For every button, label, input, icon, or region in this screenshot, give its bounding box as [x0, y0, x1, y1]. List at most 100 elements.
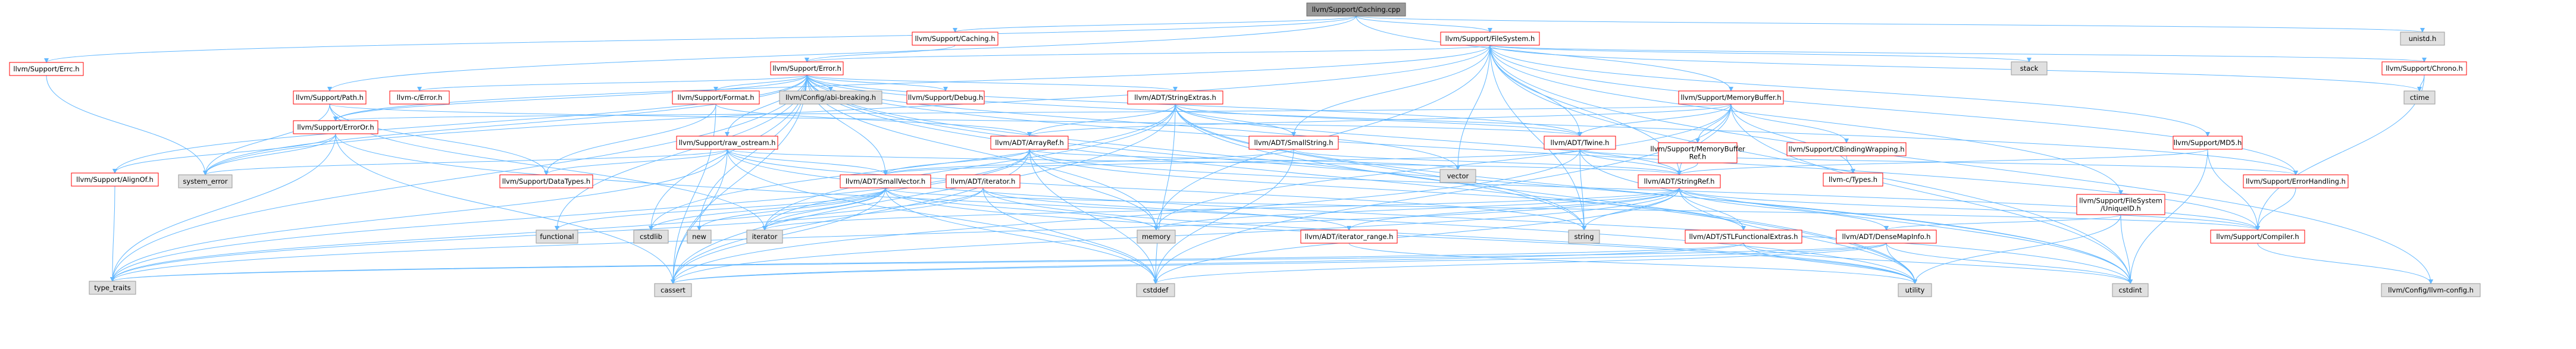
node-format-h[interactable]: llvm/Support/Format.h — [672, 90, 760, 105]
edge-densemapinfo_h-to-cstddef — [1153, 243, 1887, 284]
node-label: unistd.h — [2409, 34, 2437, 43]
edge-error_h-to-vector — [806, 74, 1460, 170]
node-iterator-h[interactable]: llvm/ADT/iterator.h — [946, 174, 1021, 188]
node-box — [2173, 136, 2243, 150]
node-box — [71, 172, 159, 187]
node-llvm-c-types-h[interactable]: llvm-c/Types.h — [1823, 172, 1883, 187]
edge-stringref_h-to-string — [1582, 187, 1680, 231]
node-box — [770, 61, 844, 76]
node-label: string — [1574, 232, 1594, 241]
node-smallvector-h[interactable]: llvm/ADT/SmallVector.h — [840, 174, 931, 188]
node-cbinding-h[interactable]: llvm/Support/CBindingWrapping.h — [1786, 142, 1907, 156]
node-iterator: iterator — [746, 229, 783, 244]
edge-uniqueid_h-to-densemapinfo_h — [1884, 214, 2121, 231]
edge-error_h-to-raw_ostream_h — [725, 74, 807, 137]
node-stlfunctional-h[interactable]: llvm/ADT/STLFunctionalExtras.h — [1685, 229, 1802, 244]
edge-md5_h-to-compiler_h — [2207, 149, 2260, 231]
node-box — [1300, 229, 1398, 244]
node-label: llvm/ADT/StringRef.h — [1644, 177, 1715, 185]
node-uniqueid-h[interactable]: llvm/Support/FileSystem/UniqueID.h — [2076, 194, 2165, 215]
node-caching-h[interactable]: llvm/Support/Caching.h — [912, 32, 999, 46]
node-error-h[interactable]: llvm/Support/Error.h — [770, 61, 844, 76]
node-label: cassert — [661, 286, 686, 294]
node-twine-h[interactable]: llvm/ADT/Twine.h — [1544, 136, 1616, 150]
node-cstddef: cstddef — [1136, 283, 1175, 297]
node-erroror-h[interactable]: llvm/Support/ErrorOr.h — [293, 120, 378, 134]
node-box — [2381, 61, 2467, 76]
edge-error_h-to-erroror_h — [333, 74, 807, 121]
node-box — [2011, 61, 2048, 76]
node-stringref-h[interactable]: llvm/ADT/StringRef.h — [1638, 174, 1721, 188]
node-box — [89, 281, 136, 295]
edge-smallstring_h-to-smallvector_h — [883, 149, 1294, 175]
edge-alignof_h-to-type_traits — [110, 185, 115, 282]
node-label: llvm/Support/AlignOf.h — [76, 175, 154, 184]
edge-stringref_h-to-iterator_range_h — [1347, 187, 1680, 231]
node-alignof-h[interactable]: llvm/Support/AlignOf.h — [71, 172, 159, 187]
node-datatypes-h[interactable]: llvm/Support/DataTypes.h — [499, 174, 593, 188]
node-box — [1898, 283, 1932, 297]
edge-stringextras_h-to-stringref_h — [1175, 103, 1682, 175]
node-stack: stack — [2011, 61, 2048, 76]
node-debug-h[interactable]: llvm/Support/Debug.h — [906, 90, 985, 105]
node-label: llvm/Support/ErrorOr.h — [297, 123, 374, 131]
node-errc-h[interactable]: llvm/Support/Errc.h — [9, 62, 84, 76]
edge-stringref_h-to-cassert — [671, 187, 1680, 284]
node-box — [1658, 142, 1738, 164]
node-label: llvm/Support/DataTypes.h — [502, 177, 590, 185]
edge-path_h-to-datatypes_h — [329, 103, 549, 175]
node-box — [1638, 174, 1721, 188]
node-raw-ostream-h[interactable]: llvm/Support/raw_ostream.h — [676, 136, 778, 150]
node-box — [990, 136, 1069, 150]
node-label: ctime — [2410, 93, 2429, 102]
node-smallstring-h[interactable]: llvm/ADT/SmallString.h — [1248, 136, 1339, 150]
edge-compiler_h-to-llvm_config_h — [2257, 243, 2433, 284]
node-memorybuffer-h[interactable]: llvm/Support/MemoryBuffer.h — [1678, 90, 1784, 105]
edge-iterator_h-to-utility — [982, 187, 1917, 284]
edge-stringextras_h-to-cstddef — [1153, 103, 1176, 284]
node-label: cstdlib — [640, 232, 662, 241]
edge-memorybuffer_h-to-arrayref_h — [1027, 103, 1732, 137]
node-llvm-c-error-h[interactable]: llvm-c/Error.h — [389, 90, 450, 105]
node-densemapinfo-h[interactable]: llvm/ADT/DenseMapInfo.h — [1836, 229, 1937, 244]
node-label: llvm-c/Error.h — [397, 93, 443, 102]
edge-caching_cpp-to-caching_h — [953, 15, 1357, 33]
edge-filesystem_h-to-smallstring_h — [1291, 45, 1491, 137]
node-errorhandling-h[interactable]: llvm/Support/ErrorHandling.h — [2243, 174, 2349, 188]
node-arrayref-h[interactable]: llvm/ADT/ArrayRef.h — [990, 136, 1069, 150]
node-compiler-h[interactable]: llvm/Support/Compiler.h — [2210, 229, 2305, 244]
edge-memorybuffer_h-to-cstddef — [1153, 103, 1732, 284]
edge-path_h-to-system_error — [203, 103, 330, 175]
node-label: llvm/Support/Chrono.h — [2386, 64, 2463, 73]
edge-twine_h-to-cassert — [671, 149, 1580, 284]
node-label: llvm/Support/Caching.cpp — [1312, 5, 1401, 14]
node-stringextras-h[interactable]: llvm/ADT/StringExtras.h — [1127, 90, 1223, 105]
edge-memorybuffer_h-to-cbinding_h — [1730, 103, 1849, 143]
node-path-h[interactable]: llvm/Support/Path.h — [293, 90, 367, 105]
node-label: stack — [2020, 64, 2039, 73]
node-label: /UniqueID.h — [2101, 205, 2141, 213]
node-memory: memory — [1137, 229, 1176, 244]
edge-error_h-to-type_traits — [110, 74, 807, 282]
node-box — [9, 62, 84, 76]
edge-error_h-to-alignof_h — [112, 74, 807, 174]
edge-iterator_h-to-iterator_range_h — [982, 187, 1351, 231]
edge-errorhandling_h-to-compiler_h — [2255, 187, 2296, 231]
edge-filesystem_h-to-cstdint — [1489, 45, 2133, 284]
node-chrono-h[interactable]: llvm/Support/Chrono.h — [2381, 61, 2467, 76]
edge-stringextras_h-to-string — [1175, 103, 1586, 231]
node-filesystem-h[interactable]: llvm/Support/FileSystem.h — [1440, 32, 1540, 46]
edge-twine_h-to-stringref_h — [1579, 149, 1682, 175]
edge-caching_cpp-to-errc_h — [44, 15, 1357, 63]
edge-erroror_h-to-type_traits — [110, 133, 336, 282]
node-label: llvm/Support/Caching.h — [915, 34, 995, 43]
edge-arrayref_h-to-vector — [1029, 149, 1460, 170]
node-box — [2400, 32, 2445, 46]
node-iterator-range-h[interactable]: llvm/ADT/iterator_range.h — [1300, 229, 1398, 244]
node-md5-h[interactable]: llvm/Support/MD5.h — [2173, 136, 2243, 150]
edge-filesystem_h-to-error_h — [805, 45, 1491, 62]
node-caching-cpp[interactable]: llvm/Support/Caching.cpp — [1306, 2, 1406, 17]
node-box — [1136, 283, 1175, 297]
